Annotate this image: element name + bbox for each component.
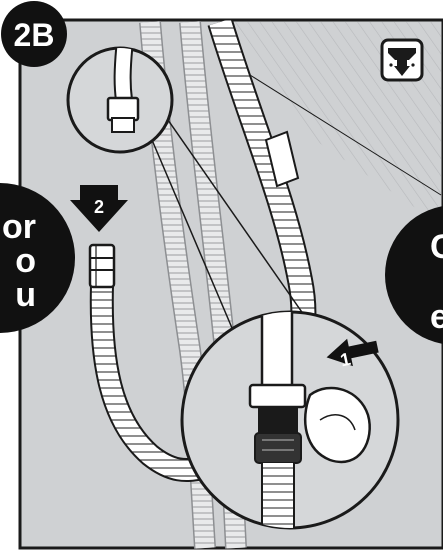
inlet-hose [88,243,207,483]
detail-circle-small [66,46,174,154]
step-arrow-1: 1 [326,338,379,371]
step-badge: 2B [1,1,67,67]
callout-lines [151,119,307,336]
right-badge-line-2: e [430,298,443,336]
left-badge: or o u [0,183,75,333]
hose-connector [88,243,116,289]
arrow-2-label: 2 [94,197,104,217]
left-badge-line-2: o [15,242,36,280]
drain-filter-icon [380,38,424,82]
right-badge: C e [385,206,443,344]
arrow-1-label: 1 [338,349,352,371]
step-arrow-2: 2 [70,185,128,232]
right-badge-line-1: C [430,228,443,266]
step-badge-label: 2B [14,17,55,53]
left-badge-line-3: u [15,276,36,314]
detail-circle-large [180,310,400,530]
left-badge-line-1: or [2,208,36,246]
